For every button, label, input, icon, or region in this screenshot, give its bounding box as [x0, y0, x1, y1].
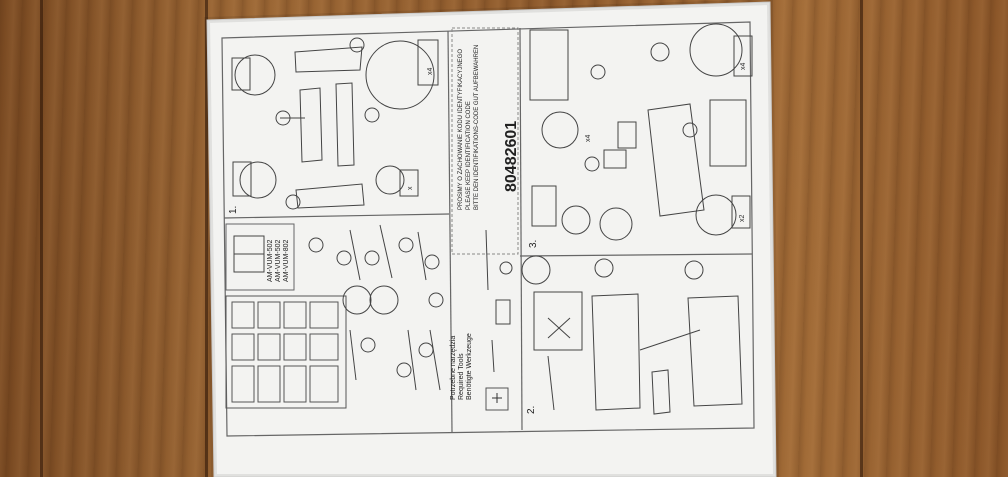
qty-x4-step3-a: x4 — [740, 63, 747, 71]
tools-heading-en: Required Tools — [458, 353, 465, 400]
step-3-drawing — [529, 23, 753, 241]
id-notice-line-2: PLEASE KEEP IDENTIFICATION CODE — [466, 101, 472, 210]
parts-grid — [225, 295, 347, 409]
cabinet-icon — [233, 235, 265, 273]
step-2-label: 2. — [526, 406, 537, 414]
id-notice-line-1: PROSIMY O ZACHOWANIE KODU IDENTYFIKACYJN… — [458, 49, 464, 210]
floor-plank-seam — [205, 0, 208, 477]
step-1-drawing — [231, 37, 439, 210]
step-2-drawing — [521, 255, 743, 415]
id-notice-line-3: BITTE DEN IDENTIFIKATIONS-CODE GUT AUFBE… — [474, 45, 480, 210]
qty-x4-step3-b: x4 — [585, 135, 592, 143]
floor-plank-seam — [860, 0, 863, 477]
qty-x-step1: x — [407, 186, 414, 190]
model-1: AM-VUM-502 — [267, 239, 274, 282]
step-1-label: 1. — [228, 206, 239, 214]
model-2: AM-VUM-502 — [275, 239, 282, 282]
screwdriver-icon — [485, 387, 509, 411]
tool-drawings — [485, 229, 513, 373]
print-border — [221, 21, 755, 437]
tools-heading-de: Benötigte Werkzeuge — [466, 333, 473, 400]
id-code: 80482601 — [503, 121, 520, 192]
id-notice: PROSIMY O ZACHOWANIE KODU IDENTYFIKACYJN… — [458, 45, 480, 210]
qty-x2-step3: x2 — [739, 215, 746, 223]
panel-drawings — [308, 224, 444, 391]
floor-plank-seam — [40, 0, 43, 477]
tools-heading: Potrzebne narzędzia Required Tools Benöt… — [450, 333, 473, 400]
model-list: AM-VUM-502 AM-VUM-502 AM-VUM-802 — [267, 239, 290, 282]
paper-sheet — [206, 1, 777, 477]
qty-x4-step1: x4 — [427, 68, 434, 76]
model-3: AM-VUM-802 — [283, 239, 290, 282]
tools-heading-pl: Potrzebne narzędzia — [450, 336, 457, 400]
step-3-label: 3. — [528, 240, 539, 248]
